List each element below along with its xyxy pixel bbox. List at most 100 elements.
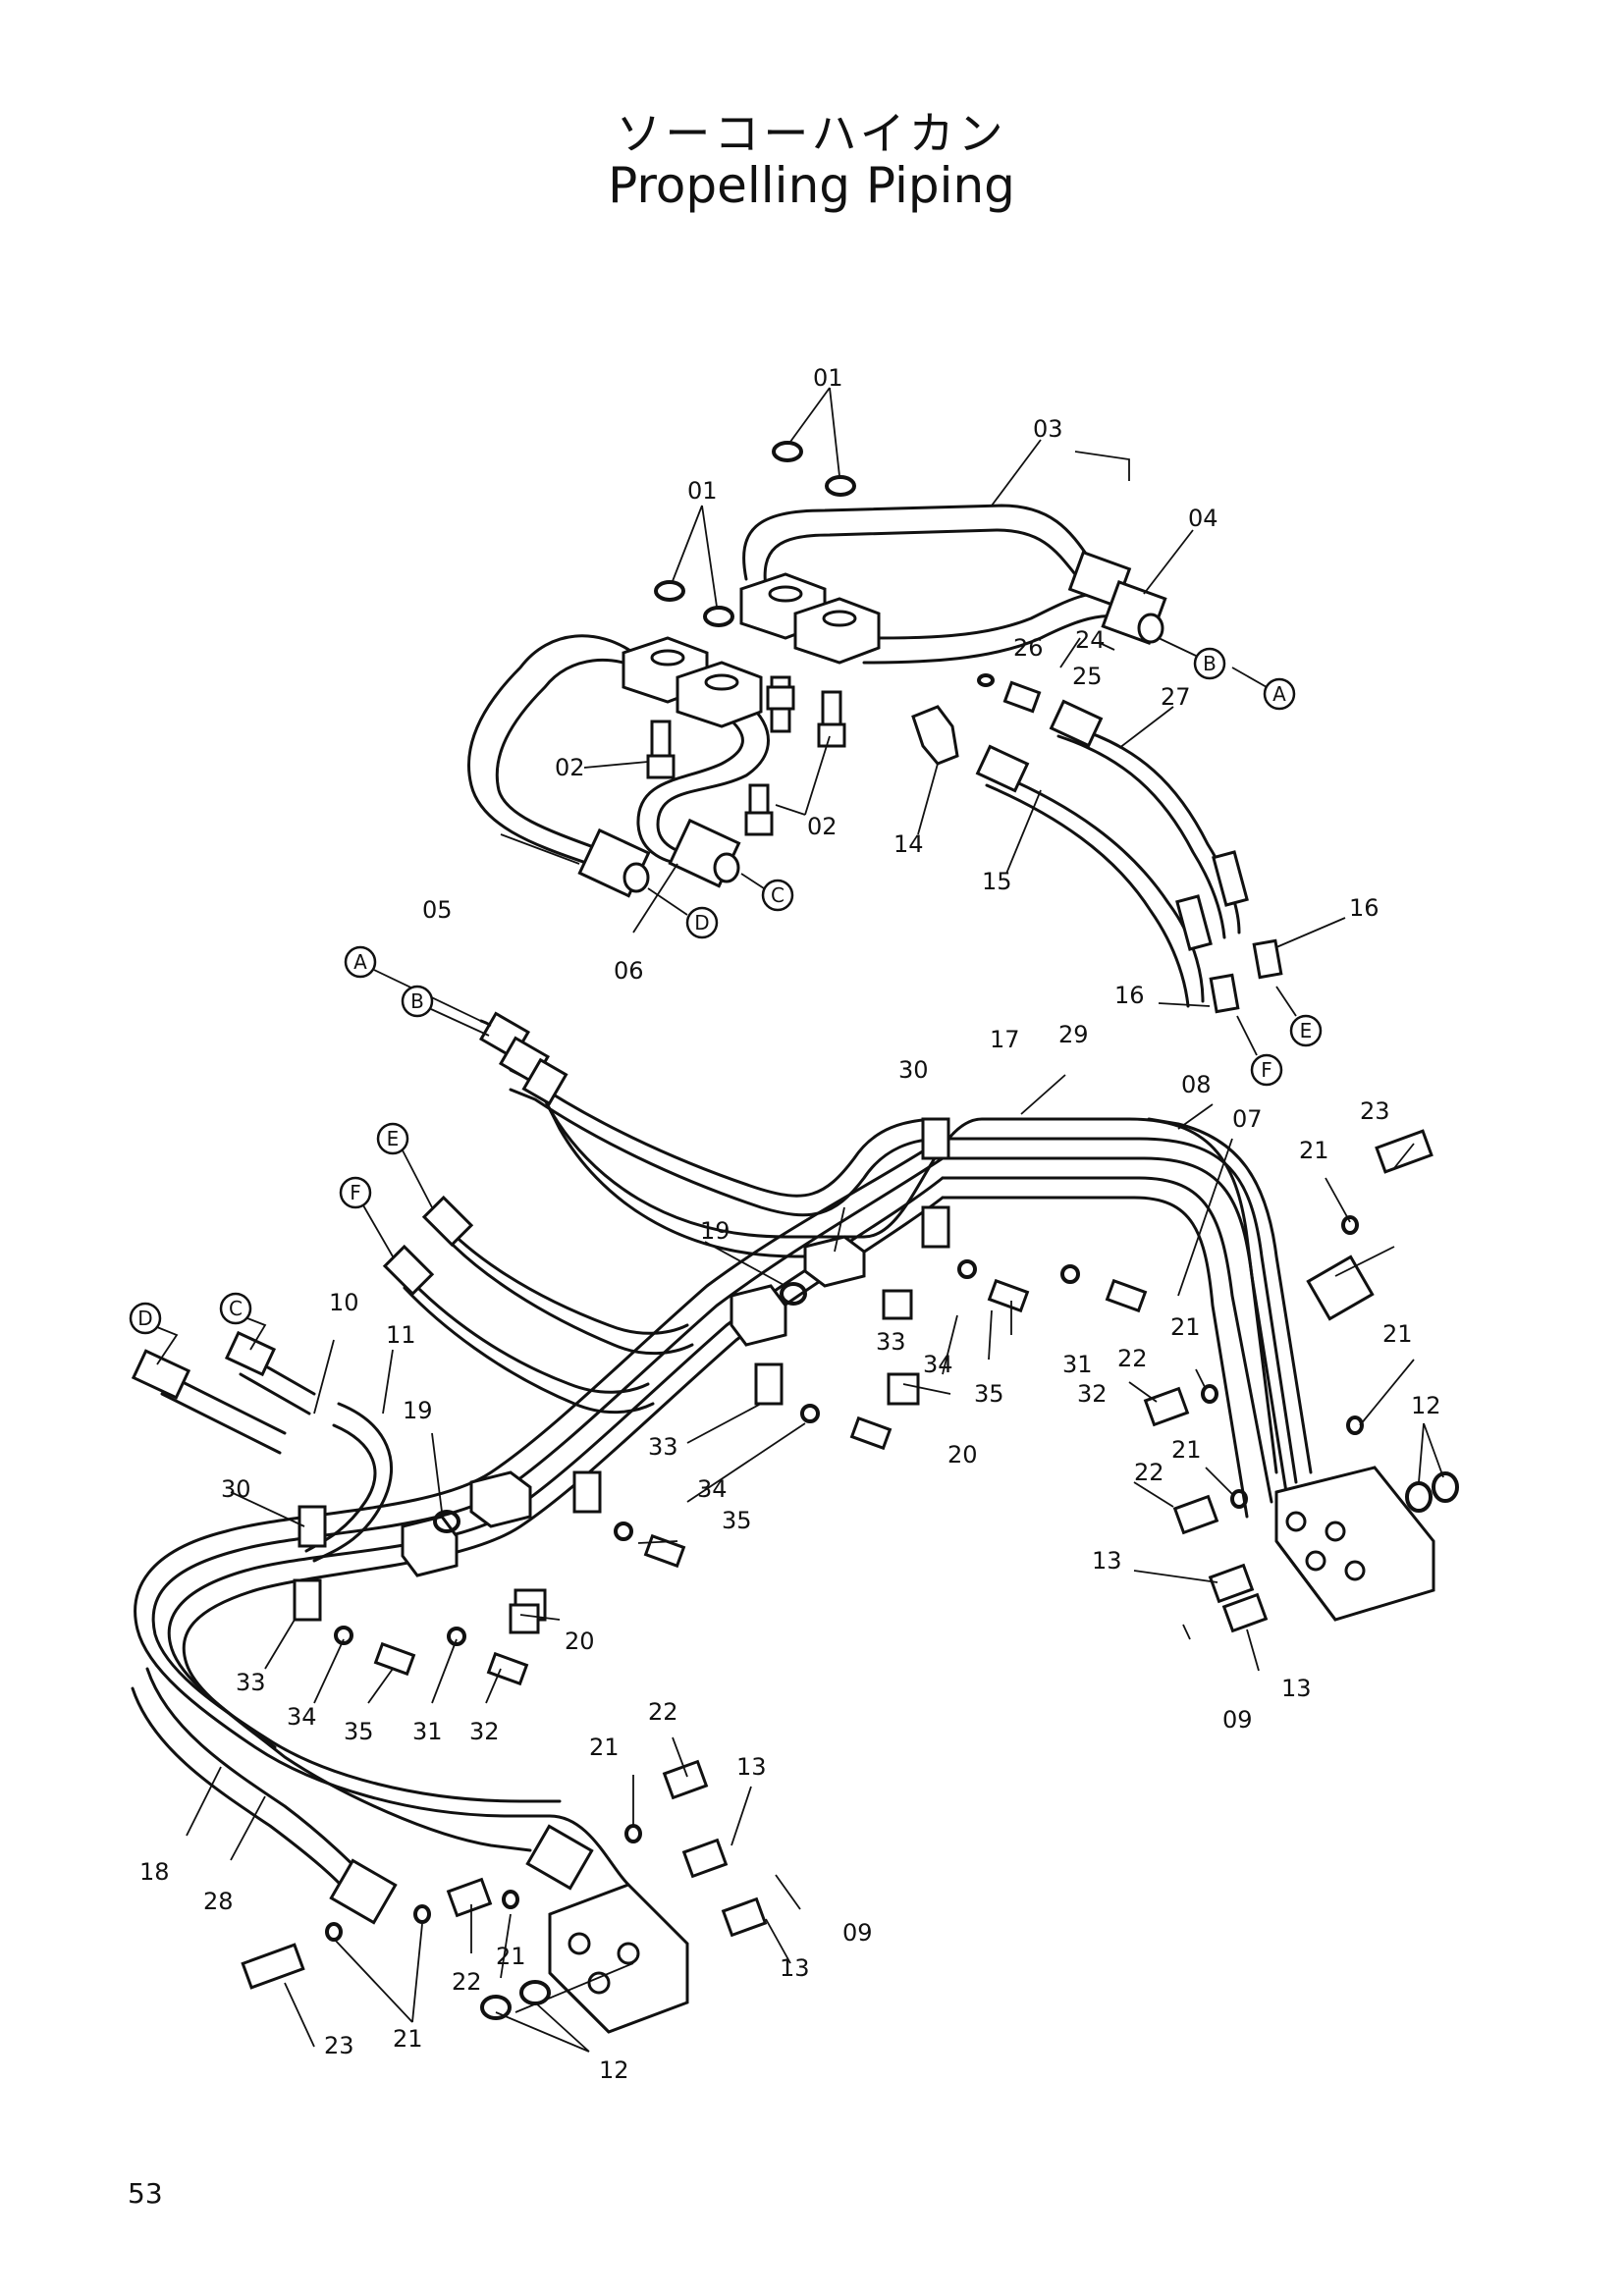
callout-35: 35 [974, 1380, 1004, 1408]
callout-22: 22 [1117, 1345, 1148, 1372]
o-rings-12-21 [325, 1215, 1459, 2020]
connector-c-upper: C [740, 873, 794, 912]
callout-21: 21 [589, 1734, 620, 1761]
callout-06: 06 [614, 957, 644, 985]
callout-30: 30 [221, 1475, 251, 1503]
hoses-15-27 [975, 699, 1249, 1008]
callout-21: 21 [1170, 1313, 1201, 1341]
callout-34: 34 [697, 1475, 728, 1503]
callout-15: 15 [982, 868, 1012, 895]
svg-text:B: B [1203, 652, 1217, 675]
callout-18: 18 [139, 1858, 170, 1886]
connector-c-lower: C [219, 1292, 267, 1351]
callout-26: 26 [1013, 634, 1044, 662]
callout-31: 31 [412, 1718, 443, 1745]
callout-12: 12 [599, 2056, 629, 2084]
callout-22: 22 [452, 1968, 482, 1996]
callout-16: 16 [1349, 894, 1380, 922]
connector-b-lower: B [401, 985, 490, 1037]
callout-09: 09 [1222, 1706, 1253, 1734]
hoses-e-f [382, 1195, 694, 1415]
callout-23: 23 [324, 2032, 354, 2059]
callout-31: 31 [1062, 1351, 1093, 1378]
connector-b-upper: B [1158, 637, 1226, 680]
callout-24: 24 [1075, 626, 1106, 654]
callout-33: 33 [876, 1328, 906, 1356]
svg-text:E: E [1300, 1019, 1313, 1042]
callout-14: 14 [893, 830, 924, 858]
callout-21: 21 [1171, 1436, 1202, 1464]
pipe-06 [636, 700, 770, 866]
callout-17: 17 [990, 1026, 1020, 1053]
connector-d-lower: D [129, 1302, 179, 1365]
callout-33: 33 [648, 1433, 678, 1461]
callout-19: 19 [403, 1397, 433, 1424]
callout-34: 34 [287, 1703, 317, 1731]
callout-35: 35 [344, 1718, 374, 1745]
callout-07: 07 [1232, 1105, 1263, 1133]
pipe-05 [466, 634, 650, 866]
callout-35: 35 [722, 1507, 752, 1534]
callout-13: 13 [736, 1753, 767, 1781]
callout-21: 21 [496, 1943, 526, 1970]
callout-21: 21 [1382, 1320, 1413, 1348]
callout-11: 11 [386, 1321, 416, 1349]
callout-numbers: 01 01 03 04 24 26 25 27 02 02 14 15 05 0… [139, 364, 1441, 2084]
connector-f-lower: F [339, 1176, 394, 1257]
callout-05: 05 [422, 896, 453, 924]
callout-09: 09 [842, 1919, 873, 1947]
o-rings-01 [654, 441, 856, 627]
pipe-05-nut [577, 828, 651, 898]
pipe-04-nut [1067, 550, 1167, 646]
svg-text:F: F [350, 1181, 361, 1204]
callout-22: 22 [648, 1698, 678, 1726]
svg-text:D: D [694, 911, 709, 934]
svg-text:C: C [771, 883, 784, 907]
callout-13: 13 [1092, 1547, 1122, 1575]
callout-25: 25 [1072, 663, 1103, 690]
callout-16: 16 [1114, 982, 1145, 1009]
callout-12: 12 [1411, 1392, 1441, 1419]
svg-text:D: D [137, 1307, 152, 1330]
fittings-14-16-25 [911, 673, 1283, 1014]
connector-e-lower: E [376, 1122, 433, 1208]
callout-08: 08 [1181, 1071, 1212, 1098]
valve-blocks [329, 1255, 1435, 2034]
page-number: 53 [128, 2177, 163, 2210]
callout-04: 04 [1188, 505, 1218, 532]
callout-32: 32 [1077, 1380, 1108, 1408]
page-title-japanese: ソーコーハイカン [616, 107, 1007, 160]
page-title: Propelling Piping [608, 157, 1015, 214]
svg-text:A: A [1272, 682, 1286, 706]
callout-13: 13 [1281, 1675, 1312, 1702]
callout-02: 02 [807, 813, 838, 840]
brackets-19 [401, 1235, 866, 1577]
callout-10: 10 [329, 1289, 359, 1316]
pipe-bundle-07-08-17-29 [479, 1019, 1313, 1519]
bolts-02 [646, 675, 846, 836]
callout-13: 13 [780, 1954, 810, 1982]
pipe-bundle-18-28 [131, 1137, 945, 1901]
callout-03: 03 [1033, 415, 1063, 443]
callout-02: 02 [555, 754, 585, 781]
flange-blocks-upper [622, 572, 881, 728]
leader-lines [186, 387, 1444, 2053]
connector-e-upper: E [1275, 986, 1323, 1047]
callout-34: 34 [923, 1351, 953, 1378]
connector-a-upper: A [1231, 667, 1296, 711]
connector-d-upper: D [647, 887, 719, 939]
svg-text:B: B [410, 989, 424, 1013]
callout-23: 23 [1360, 1097, 1390, 1125]
long-pipe-a-b [478, 1011, 945, 1217]
callout-27: 27 [1161, 683, 1191, 711]
svg-text:A: A [353, 950, 367, 974]
callout-01: 01 [813, 364, 843, 392]
callout-20: 20 [565, 1628, 595, 1655]
svg-text:F: F [1261, 1058, 1272, 1082]
callout-01: 01 [687, 477, 718, 505]
pipes-10-11 [131, 1330, 393, 1563]
callout-29: 29 [1058, 1021, 1089, 1048]
svg-text:C: C [229, 1297, 243, 1320]
